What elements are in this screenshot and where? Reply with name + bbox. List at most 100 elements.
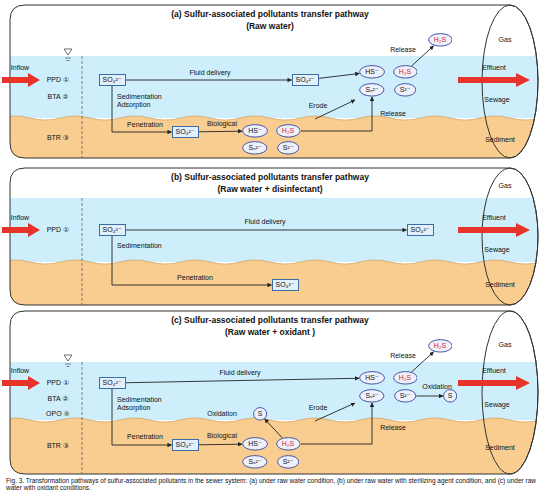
chemical-species: H₂S xyxy=(399,374,411,382)
species-ellipse: Sₓ²⁻ xyxy=(359,389,385,403)
sewage-band xyxy=(0,198,554,262)
process-label: Penetration xyxy=(127,433,163,441)
ellipse-shape xyxy=(393,372,417,384)
pipe-end xyxy=(482,168,538,305)
ellipse-shape xyxy=(277,142,298,154)
process-label: Oxidation xyxy=(422,383,452,391)
chemical-species: HS⁻ xyxy=(248,440,261,448)
species-ellipse: H₂S xyxy=(276,124,301,138)
zone-label: Sediment xyxy=(485,444,515,452)
species-ellipse: Sₓ²⁻ xyxy=(359,83,385,97)
water-level-symbol xyxy=(64,355,72,361)
inflow-arrow xyxy=(2,73,40,87)
ellipse-shape xyxy=(360,372,385,384)
transfer-arrow xyxy=(112,236,272,285)
species-ellipse: HS⁻ xyxy=(242,124,268,138)
water-level-symbol xyxy=(67,60,70,61)
chemical-species: Sₓ²⁻ xyxy=(365,392,378,400)
zone-label: Sewage xyxy=(484,401,509,409)
ellipse-shape xyxy=(243,438,268,450)
process-label: BTA ② xyxy=(48,395,69,403)
dashed-divider xyxy=(82,362,83,474)
process-label: BTR ③ xyxy=(47,134,69,142)
ellipse-shape xyxy=(243,125,268,137)
flow-label: Effluent xyxy=(482,367,506,375)
zone-label: Sediment xyxy=(485,281,515,289)
species-ellipse: H₂S xyxy=(393,371,418,385)
transfer-arrow xyxy=(265,419,283,438)
panel-subtitle: (Raw water) xyxy=(246,22,294,31)
species-ellipse: H₂S xyxy=(393,65,418,79)
zone-label: Sewage xyxy=(484,246,509,254)
sulfate-box: SO₄²⁻ xyxy=(172,126,199,138)
inflow-arrow xyxy=(2,376,40,390)
effluent-arrow xyxy=(458,73,530,87)
species-ellipse: S²⁻ xyxy=(277,141,299,155)
flow-label: Effluent xyxy=(482,64,506,72)
transfer-arrow xyxy=(199,131,242,133)
ellipse-shape xyxy=(393,66,417,78)
species-ellipse: S²⁻ xyxy=(394,83,416,97)
sulfate-box: SO₄²⁻ xyxy=(272,279,299,291)
chemical-species: H₂S xyxy=(434,342,446,350)
panel-title: (c) Sulfur-associated pollutants transfe… xyxy=(171,316,368,325)
water-level-symbol xyxy=(65,58,71,59)
process-label: OPO ④ xyxy=(46,410,70,418)
chemical-species: HS⁻ xyxy=(248,127,261,135)
sulfate-box: SO₄²⁻ xyxy=(292,74,319,86)
flow-label: Inflow xyxy=(11,367,29,375)
flow-arrows xyxy=(2,376,530,390)
sewage-band xyxy=(0,56,554,118)
panel-title: (b) Sulfur-associated pollutants transfe… xyxy=(171,173,369,182)
water-level-symbol xyxy=(65,364,71,365)
pipe-end xyxy=(482,311,538,474)
effluent-arrow xyxy=(458,376,530,390)
ellipse-shape xyxy=(360,390,384,402)
inflow-arrow xyxy=(2,223,40,237)
chemical-species: SO₄²⁻ xyxy=(296,76,315,84)
sulfate-box: SO₄²⁻ xyxy=(172,439,199,451)
sulfate-box: SO₄²⁻ xyxy=(99,224,126,236)
ellipse-shape xyxy=(428,340,452,352)
transfer-arrow xyxy=(300,403,372,444)
chemical-species: S xyxy=(448,392,453,400)
species-ellipse: Sₓ²⁻ xyxy=(242,141,268,155)
species-ellipse: S²⁻ xyxy=(277,455,299,469)
transfer-arrow xyxy=(112,86,172,132)
transfer-arrow xyxy=(416,396,443,397)
species-ellipse: HS⁻ xyxy=(242,437,268,451)
process-note: Erode xyxy=(309,404,328,412)
process-label: BTR ③ xyxy=(47,442,69,450)
chemical-species: HS⁻ xyxy=(365,68,378,76)
chemical-species: SO₄²⁻ xyxy=(103,76,122,84)
process-label: Release xyxy=(390,46,416,54)
chemical-species: Sₓ²⁻ xyxy=(248,144,261,152)
ellipse-shape xyxy=(428,34,452,46)
sewage-band xyxy=(0,362,554,420)
sediment-band xyxy=(0,418,554,495)
chemical-species: SO₄²⁻ xyxy=(411,226,430,234)
dashed-divider xyxy=(82,56,83,158)
transfer-arrow xyxy=(199,444,242,446)
sulfate-box: SO₄²⁻ xyxy=(407,224,434,236)
flow-label: Inflow xyxy=(11,64,29,72)
chemical-species: S²⁻ xyxy=(400,86,411,94)
panel-title: (a) Sulfur-associated pollutants transfe… xyxy=(171,10,368,19)
species-ellipse: S xyxy=(253,407,267,421)
chemical-species: S xyxy=(258,410,263,418)
ellipse-shape xyxy=(277,456,298,468)
process-label: Biological xyxy=(207,432,237,440)
chemical-species: S²⁻ xyxy=(400,392,411,400)
process-note: Sedimentation Adsorption xyxy=(117,396,171,411)
water-level-symbol xyxy=(67,366,70,367)
panel-subtitle: (Raw water + oxidant ) xyxy=(225,328,315,337)
species-ellipse: H₂S xyxy=(428,33,453,47)
process-label: PPD ① xyxy=(47,226,70,234)
chemical-species: SO₄²⁻ xyxy=(276,281,295,289)
chemical-species: HS⁻ xyxy=(365,374,378,382)
process-label: Fluid delivery xyxy=(189,69,230,77)
transfer-arrow xyxy=(126,80,292,81)
chemical-species: H₂S xyxy=(282,127,294,135)
